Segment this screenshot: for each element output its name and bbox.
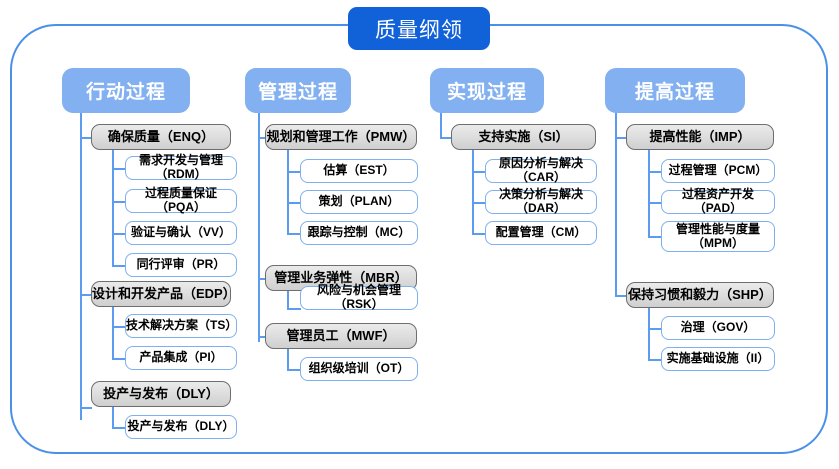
connector-col2-trunk (258, 112, 260, 342)
group-box-si[interactable]: 支持实施（SI） (451, 124, 596, 150)
connector-col3-trunk (440, 112, 442, 139)
connector-col1-g3-trunk (112, 407, 114, 429)
root-title: 质量纲领 (348, 7, 490, 50)
connector-col1-g1-c4 (112, 265, 126, 267)
connector-col2-g3-c1 (287, 369, 301, 371)
leaf-box-car[interactable]: 原因分析与解决（CAR） (485, 156, 597, 184)
connector-col4-g2-c1 (648, 328, 662, 330)
connector-col4-g1-c3 (648, 236, 662, 238)
leaf-box-mc[interactable]: 跟踪与控制（MC） (300, 221, 418, 245)
connector-col1-g3 (80, 407, 92, 409)
connector-col3-g1 (440, 137, 452, 139)
connector-col2-g1-trunk (287, 150, 289, 234)
leaf-box-vv[interactable]: 验证与确认（VV） (125, 221, 237, 245)
group-box-enq[interactable]: 确保质量（ENQ） (91, 124, 231, 150)
connector-col2-g1 (258, 137, 266, 139)
leaf-box-ot[interactable]: 组织级培训（OT） (300, 357, 418, 381)
connector-col2-g3 (258, 336, 266, 338)
group-box-pmw[interactable]: 规划和管理工作（PMW） (265, 124, 417, 150)
group-box-mbr[interactable]: 管理业务弹性（MBR） (265, 265, 417, 291)
group-box-imp[interactable]: 提高性能（IMP） (626, 124, 774, 150)
group-box-edp[interactable]: 设计和开发产品（EDP） (91, 281, 236, 307)
column-header-2[interactable]: 管理过程 (245, 68, 351, 113)
leaf-box-dar[interactable]: 决策分析与解决（DAR） (485, 187, 597, 215)
leaf-box-cm[interactable]: 配置管理（CM） (485, 221, 597, 245)
connector-col1-g1-c2 (112, 201, 126, 203)
connector-col4-g2-c2 (648, 359, 662, 361)
connector-col4-g1-trunk (648, 150, 650, 237)
leaf-box-pr[interactable]: 同行评审（PR） (125, 253, 237, 277)
connector-col1-g1-c1 (112, 168, 126, 170)
leaf-box-pcm[interactable]: 过程管理（PCM） (661, 159, 775, 183)
connector-col2-g2 (258, 278, 266, 280)
leaf-box-gov[interactable]: 治理（GOV） (661, 316, 775, 340)
connector-col4-trunk (615, 112, 617, 297)
leaf-box-est[interactable]: 估算（EST） (300, 159, 418, 183)
leaf-box-pad[interactable]: 过程资产开发（PAD） (661, 187, 775, 215)
leaf-box-pqa[interactable]: 过程质量保证（PQA） (125, 186, 237, 214)
leaf-box-rsk[interactable]: 风险与机会管理（RSK） (300, 283, 418, 311)
connector-col1-g3-c1 (112, 427, 126, 429)
column-header-1[interactable]: 行动过程 (62, 68, 190, 113)
connector-col1-g1-trunk (112, 150, 114, 266)
group-box-dly[interactable]: 投产与发布（DLY） (91, 381, 231, 407)
connector-col2-g3-trunk (287, 349, 289, 371)
connector-col1-g2-c2 (112, 358, 126, 360)
connector-col2-g2-c1 (287, 308, 301, 310)
leaf-box-plan[interactable]: 策划（PLAN） (300, 190, 418, 214)
group-box-shp[interactable]: 保持习惯和毅力（SHP） (626, 282, 774, 308)
connector-col1-g1-c3 (112, 233, 126, 235)
connector-col1-g1 (80, 137, 92, 139)
connector-col2-g1-c1 (287, 171, 301, 173)
connector-col1-g2-c1 (112, 326, 126, 328)
connector-col3-g1-c3 (472, 233, 486, 235)
connector-col2-g1-c2 (287, 202, 301, 204)
leaf-box-ts[interactable]: 技术解决方案（TS） (125, 314, 237, 338)
connector-col4-g2-trunk (648, 308, 650, 360)
leaf-box-rdm[interactable]: 需求开发与管理（RDM） (125, 153, 237, 181)
leaf-box-mpm[interactable]: 管理性能与度量 （MPM） (661, 221, 775, 252)
connector-col3-g1-trunk (472, 150, 474, 234)
column-header-3[interactable]: 实现过程 (430, 68, 544, 113)
group-box-mwf[interactable]: 管理员工（MWF） (265, 323, 417, 349)
connector-col4-g1-c2 (648, 202, 662, 204)
connector-col3-g1-c1 (472, 171, 486, 173)
connector-col3-g1-c2 (472, 202, 486, 204)
leaf-box-dly-child[interactable]: 投产与发布（DLY） (125, 415, 237, 439)
column-header-4[interactable]: 提高过程 (605, 68, 745, 113)
connector-col1-g2 (80, 294, 92, 296)
connector-col4-g1-c1 (648, 171, 662, 173)
connector-col4-g1 (615, 137, 627, 139)
leaf-box-ii[interactable]: 实施基础设施（II） (661, 347, 775, 371)
connector-col2-g2-trunk (287, 291, 289, 310)
connector-col1-g2-trunk (112, 307, 114, 358)
connector-col2-g1-c3 (287, 233, 301, 235)
connector-col1-trunk (80, 112, 82, 420)
leaf-box-pi[interactable]: 产品集成（PI） (125, 346, 237, 370)
connector-col4-g2 (615, 295, 627, 297)
